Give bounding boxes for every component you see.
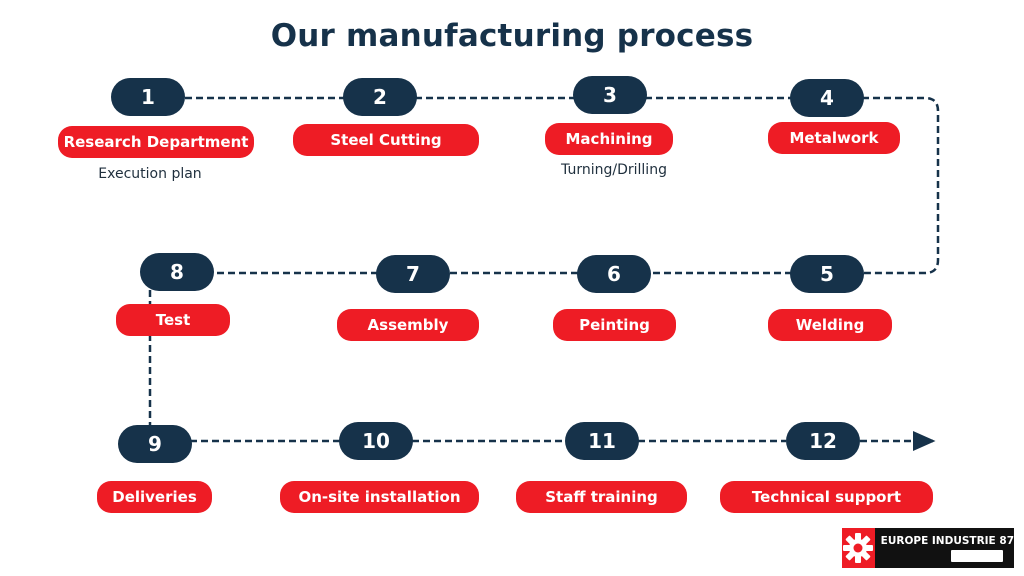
- step-10-label: On-site installation: [280, 481, 479, 513]
- gear-icon: [842, 528, 875, 568]
- step-7-number: 7: [376, 255, 450, 293]
- step-10-number: 10: [339, 422, 413, 460]
- step-11-number: 11: [565, 422, 639, 460]
- step-1-label: Research Department: [58, 126, 254, 158]
- step-1-sub: Execution plan: [98, 166, 202, 182]
- company-logo: EUROPE INDUSTRIE 87: [842, 528, 1014, 568]
- step-3-sub: Turning/Drilling: [561, 162, 667, 178]
- logo-badge: [950, 549, 1003, 562]
- step-12-number: 12: [786, 422, 860, 460]
- step-5-label: Welding: [768, 309, 892, 341]
- step-9-label: Deliveries: [97, 481, 212, 513]
- step-8-label: Test: [116, 304, 230, 336]
- page-title: Our manufacturing process: [270, 18, 754, 54]
- step-6-label: Peinting: [553, 309, 676, 341]
- step-5-number: 5: [790, 255, 864, 293]
- step-3-label: Machining: [545, 123, 673, 155]
- step-2-number: 2: [343, 78, 417, 116]
- step-8-number: 8: [140, 253, 214, 291]
- step-3-number: 3: [573, 76, 647, 114]
- step-1-number: 1: [111, 78, 185, 116]
- step-12-label: Technical support: [720, 481, 933, 513]
- connector-turn-right: [862, 96, 940, 275]
- step-6-number: 6: [577, 255, 651, 293]
- step-7-label: Assembly: [337, 309, 479, 341]
- step-11-label: Staff training: [516, 481, 687, 513]
- step-2-label: Steel Cutting: [293, 124, 479, 156]
- logo-name: EUROPE INDUSTRIE 87: [880, 534, 1014, 547]
- step-9-number: 9: [118, 425, 192, 463]
- step-4-number: 4: [790, 79, 864, 117]
- step-4-label: Metalwork: [768, 122, 900, 154]
